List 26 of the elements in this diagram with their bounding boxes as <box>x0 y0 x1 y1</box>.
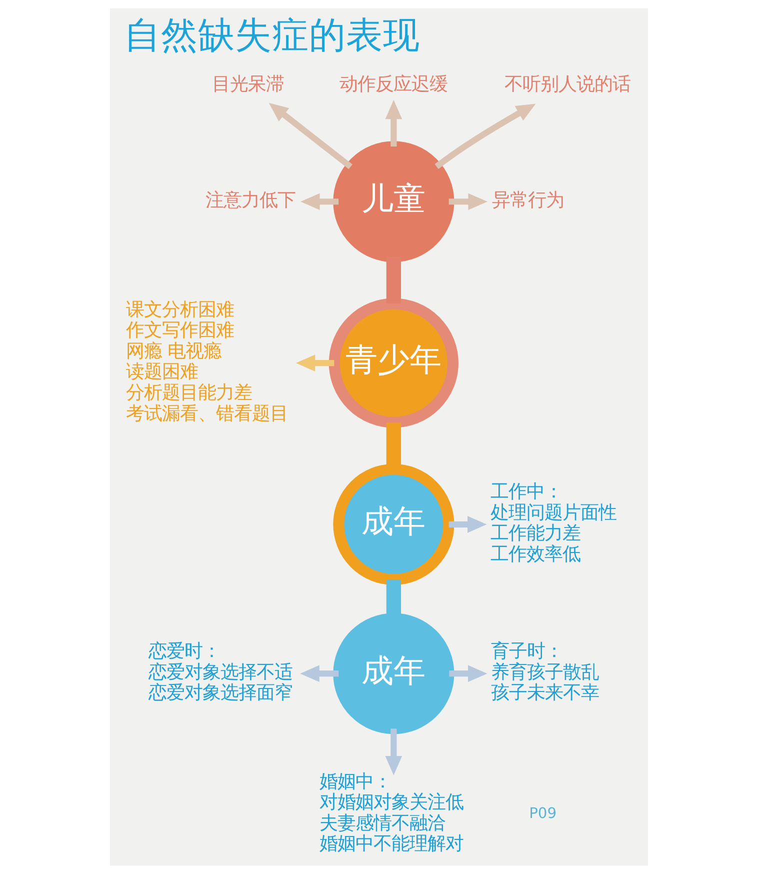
arrow <box>268 102 352 170</box>
diagram-title: 自然缺失症的表现 <box>124 14 420 57</box>
node-text: 不听别人说的话 <box>504 74 630 95</box>
arrow <box>449 665 488 682</box>
label: P09 <box>529 805 557 822</box>
arrow <box>448 516 487 533</box>
node-text: 目光呆滞 <box>212 74 284 95</box>
arrow <box>300 665 339 682</box>
node-text: 婚姻中： 对婚姻对象关注低 夫妻感情不融洽 婚姻中不能理解对 <box>320 771 464 855</box>
arrow <box>385 728 402 776</box>
arrow <box>296 354 334 372</box>
node-circle: 成年 <box>333 613 454 734</box>
node-text: 课文分析困难 作文写作困难 网瘾 电视瘾 读题困难 分析题目能力差 考试漏看、错看题目 <box>126 299 288 424</box>
node-text: 注意力低下 <box>206 190 296 211</box>
arrow <box>300 193 339 210</box>
node-text: 动作反应迟缓 <box>340 74 448 95</box>
node-text: 异常行为 <box>492 190 564 211</box>
node-circle: 成年 <box>333 464 454 585</box>
arrow <box>448 193 488 210</box>
node-circle: 儿童 <box>333 141 454 262</box>
node-text: 恋爱时： 恋爱对象选择不适 恋爱对象选择面窄 <box>148 641 293 704</box>
arrow <box>385 100 402 147</box>
node-circle: 青少年 <box>328 298 458 428</box>
node-text: 工作中： 处理问题片面性 工作能力差 工作效率低 <box>490 482 616 565</box>
arrow <box>434 104 536 169</box>
node-text: 育子时： 养育孩子散乱 孩子未来不幸 <box>490 641 599 704</box>
